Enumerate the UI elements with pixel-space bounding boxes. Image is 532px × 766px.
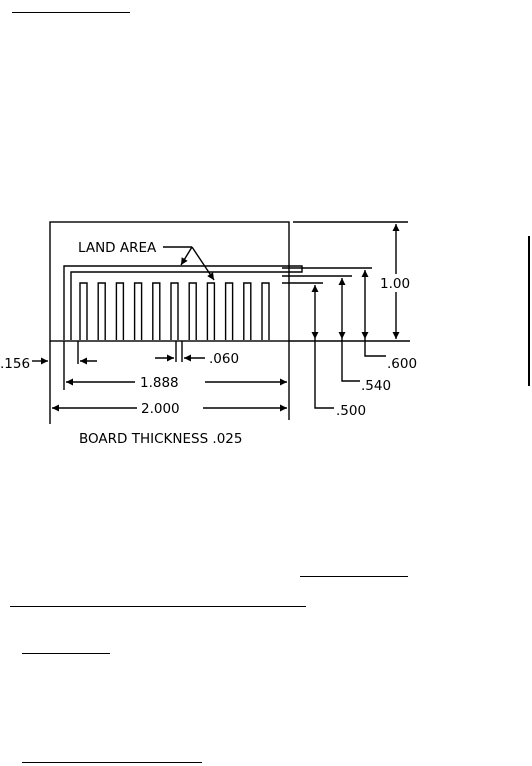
contact-finger	[224, 282, 234, 340]
contact-finger	[188, 282, 197, 340]
contact-finger	[170, 282, 179, 340]
leader-finger-height	[314, 339, 334, 409]
dim-land-top-height: .540	[361, 378, 391, 394]
dim-margin-left: .156	[0, 356, 30, 372]
dim-overall-width: 2.000	[141, 401, 180, 417]
dim-finger-gap: .060	[209, 351, 239, 367]
contact-finger	[133, 282, 143, 340]
contact-finger	[79, 282, 88, 340]
contact-finger	[152, 282, 161, 340]
text-underline-long	[10, 606, 306, 607]
text-underline-top	[12, 12, 130, 13]
text-underline-bottom	[22, 762, 202, 763]
change-bar	[528, 236, 530, 386]
land-area-arrow-2	[191, 246, 215, 281]
leader-land-top-height	[341, 339, 360, 382]
text-underline-middle	[300, 576, 408, 577]
dim-top-bar-height: .600	[387, 356, 417, 372]
contact-finger	[97, 282, 106, 340]
board-outline	[49, 221, 290, 342]
contact-finger	[261, 282, 270, 340]
land-area-arrow-1	[180, 246, 193, 266]
dim-inner-width: 1.888	[140, 375, 179, 391]
board-thickness-label: BOARD THICKNESS .025	[79, 431, 243, 447]
land-area-contour	[63, 265, 303, 340]
text-underline-short	[22, 653, 110, 654]
contact-finger	[206, 282, 216, 340]
contact-finger	[243, 282, 252, 340]
dim-finger-height: .500	[336, 403, 366, 419]
contact-fingers	[79, 282, 270, 340]
dim-overall-height: 1.00	[380, 276, 410, 292]
leader-top-bar-height	[364, 339, 386, 357]
land-area-label: LAND AREA	[78, 240, 157, 256]
contact-finger	[115, 282, 125, 340]
